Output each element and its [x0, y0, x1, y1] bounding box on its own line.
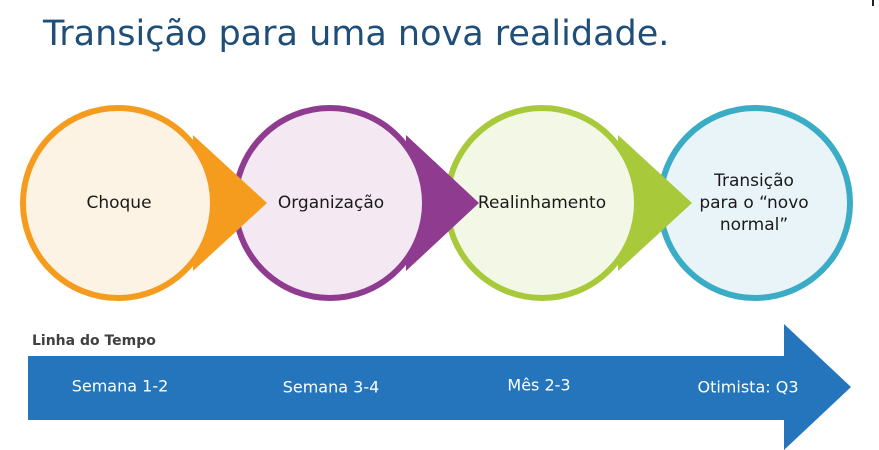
stage-1-pointer [193, 135, 267, 271]
stage-3-label: Realinhamento [477, 193, 607, 213]
stage-2-label: Organização [277, 193, 385, 213]
period-3-label: Mês 2-3 [507, 375, 571, 395]
period-1-label: Semana 1-2 [71, 376, 169, 396]
stage-1 [20, 105, 267, 301]
stage-1-circle [20, 105, 216, 301]
stage-1-label: Choque [86, 193, 152, 213]
timeline-label: Linha do Tempo [32, 333, 156, 349]
stage-3-pointer [618, 135, 692, 271]
stage-3 [444, 105, 692, 301]
period-4-label: Otimista: Q3 [697, 377, 799, 397]
timeline-arrow [28, 324, 851, 450]
stage-2-pointer [406, 135, 479, 271]
stage-4-label: Transição para o “novo normal” [699, 171, 809, 235]
page-title: Transição para uma nova realidade. [43, 14, 670, 54]
stage-2 [232, 105, 479, 301]
corner-mark [872, 0, 874, 6]
period-2-label: Semana 3-4 [282, 377, 380, 397]
